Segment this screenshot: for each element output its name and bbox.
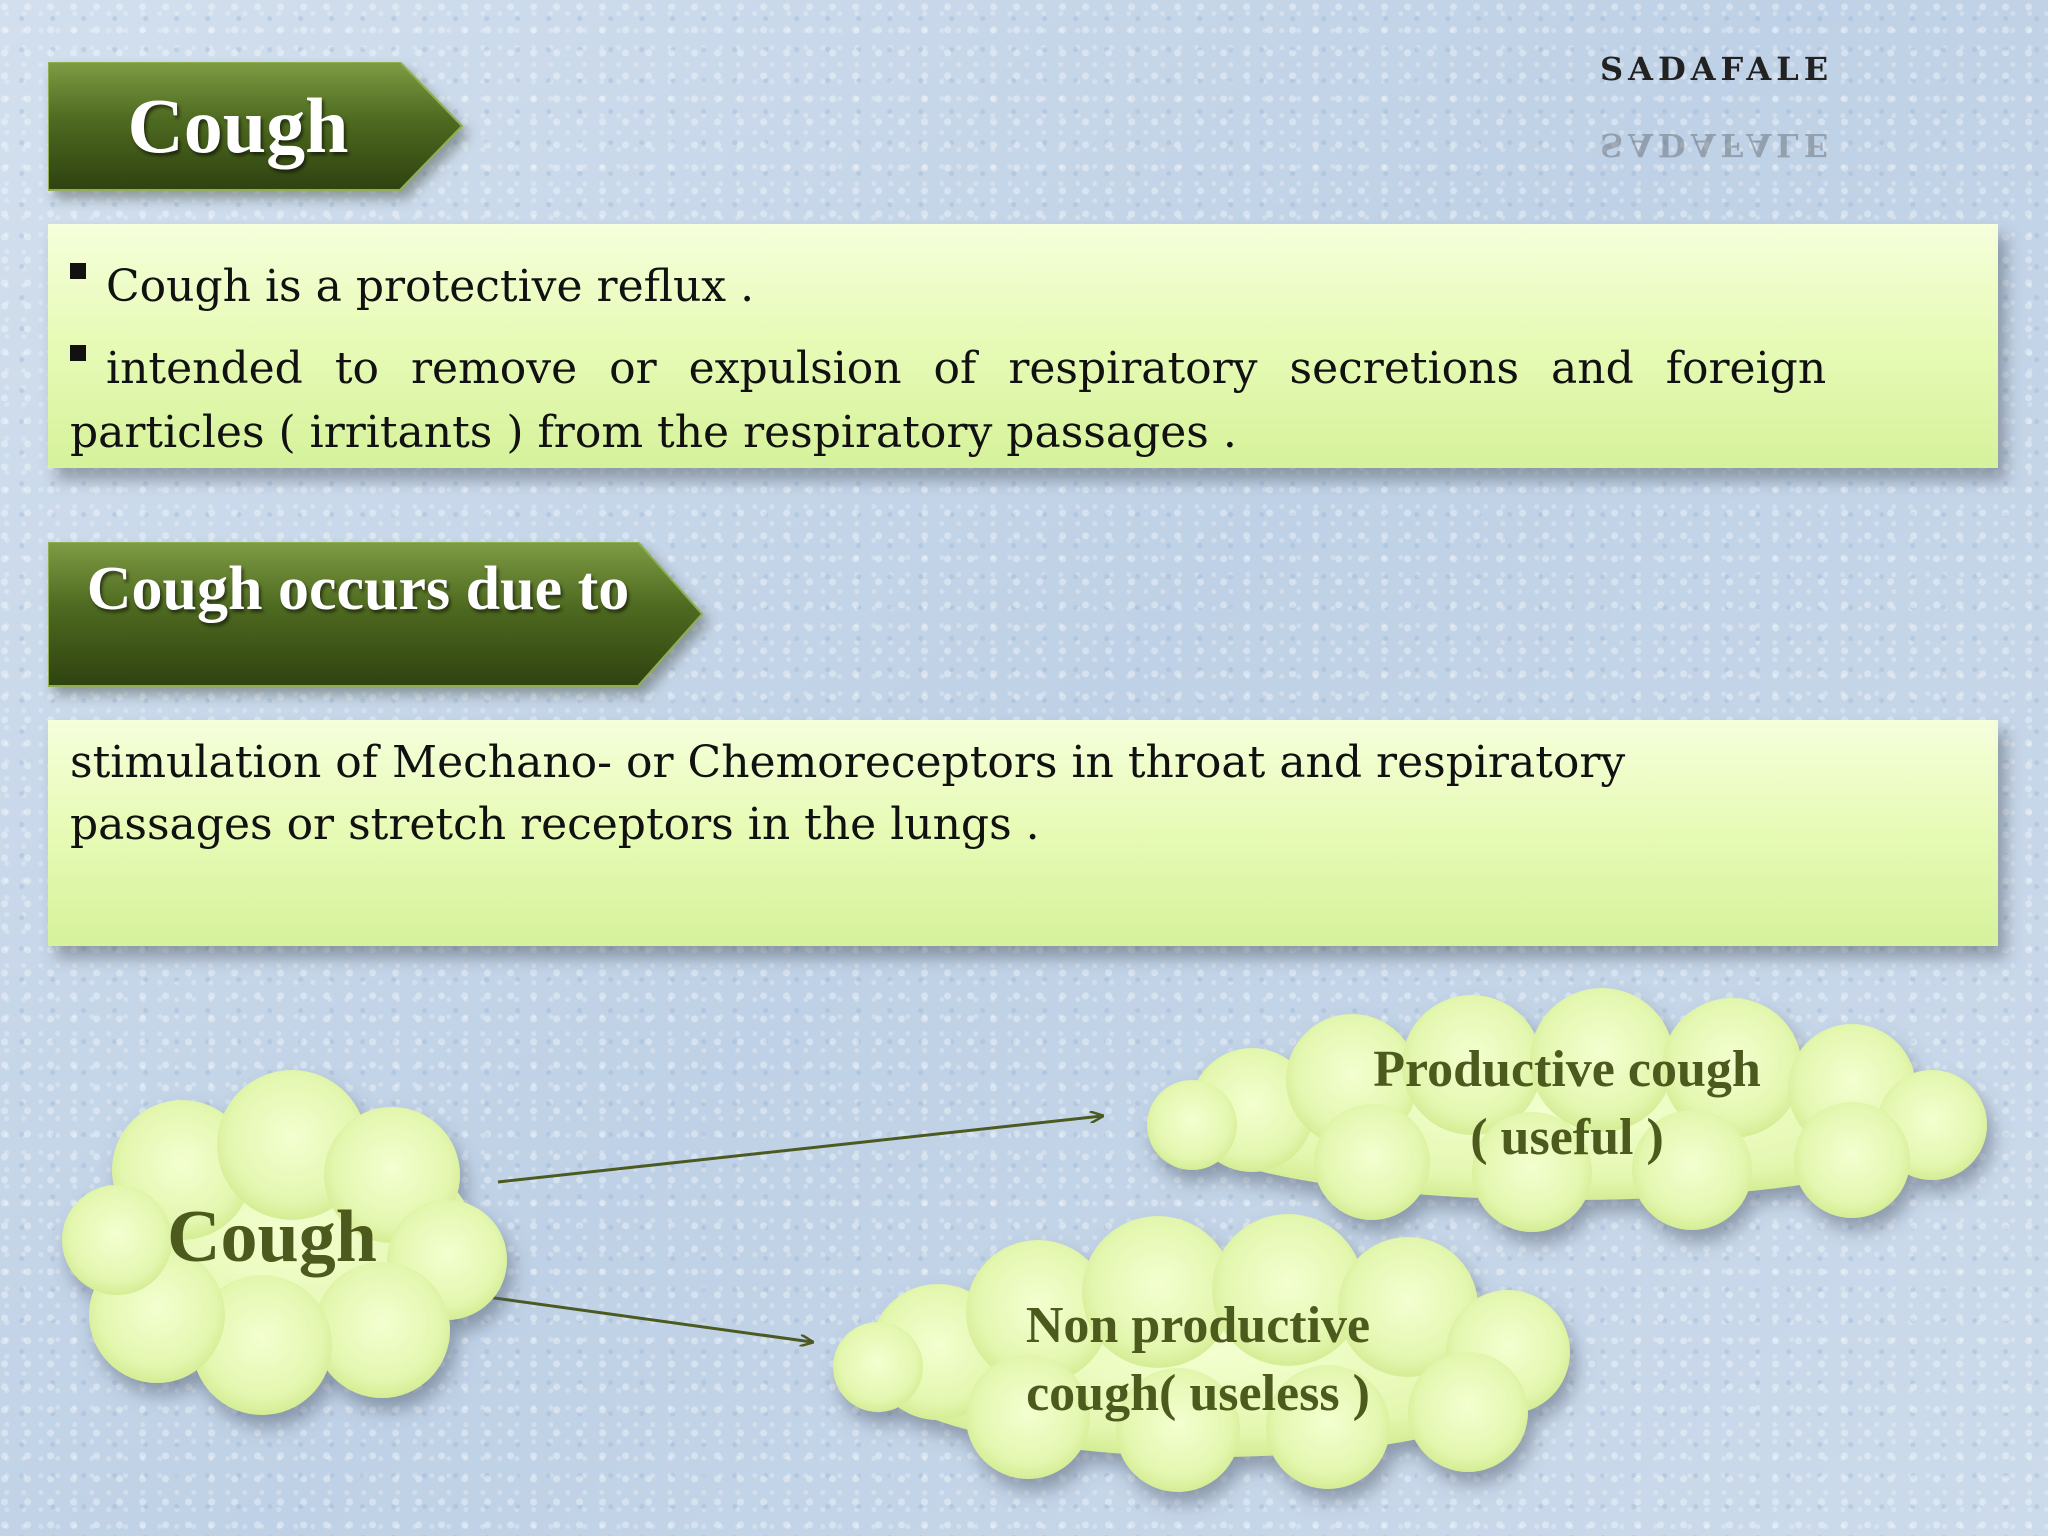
heading-cause: Cough occurs due to [86,555,630,623]
cloud-root-label: Cough [167,1196,377,1278]
cloud-nonproductive-line1: Non productive [1025,1297,1371,1354]
brand-label: SADAFALE [1600,50,1834,88]
cloud-nonproductive-line2: cough( useless ) [1026,1365,1370,1422]
definition-bullet-2-line1: intended to remove or expulsion of respi… [106,343,1827,394]
cloud-nonproductive: Non productive cough( useless ) [828,1214,1598,1492]
cloud-root: Cough [62,1070,512,1415]
heading-cough: Cough [127,82,349,169]
cloud-productive-label: Productive cough ( useful ) [1162,1036,1972,1172]
cause-line-1: stimulation of Mechano- or Chemoreceptor… [70,737,1626,788]
cloud-productive-line2: ( useful ) [1470,1109,1664,1166]
heading-cause-tag: Cough occurs due to [48,542,708,690]
cloud-shape [1147,988,1987,1232]
definition-bullet-1: Cough is a protective reflux . [70,254,1970,320]
square-bullet-icon [70,263,86,279]
definition-bullet-2: intended to remove or expulsion of respi… [70,338,1978,466]
cloud-shape [62,1070,507,1415]
arrow-to-nonproductive [479,1294,812,1342]
cloud-shape [833,1214,1570,1492]
arrow-tag-shape [48,62,464,191]
heading-cough-tag: Cough [48,62,468,194]
arrow-tag-shape [48,542,704,687]
square-bullet-icon [70,345,86,361]
arrow-to-productive [497,1116,1102,1184]
cloud-nonproductive-label: Non productive cough( useless ) [828,1292,1568,1428]
cause-panel: stimulation of Mechano- or Chemoreceptor… [48,720,1998,946]
cause-line-2: passages or stretch receptors in the lun… [70,799,1040,850]
cloud-productive: Productive cough ( useful ) [1132,988,2002,1232]
definition-panel: Cough is a protective reflux . intended … [48,224,1998,468]
definition-bullet-1-text: Cough is a protective reflux . [106,261,755,312]
definition-bullet-2-line2: particles ( irritants ) from the respira… [70,407,1237,458]
cloud-productive-line1: Productive cough [1373,1041,1761,1098]
